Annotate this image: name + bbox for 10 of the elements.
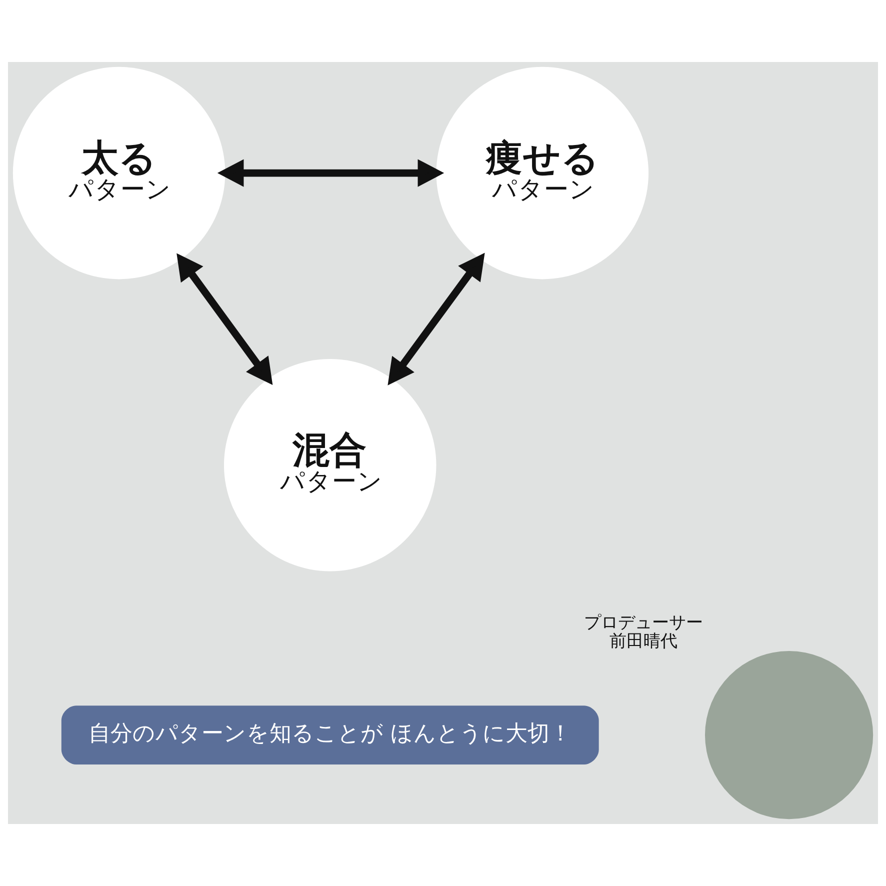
arrow <box>388 252 485 386</box>
arrow <box>217 159 444 187</box>
node-label: 前田晴代 <box>610 631 678 652</box>
node-label: プロデューサー <box>584 612 704 633</box>
node-circle: 混合 パターン <box>224 358 436 572</box>
arrow <box>176 253 273 386</box>
node-person <box>704 650 874 820</box>
node-circle: 太る パターン <box>12 66 226 280</box>
node-box: 自分のパターンを知ることが ほんとうに大切！ <box>61 706 599 764</box>
node-circle: 痩せる パターン <box>436 66 649 280</box>
